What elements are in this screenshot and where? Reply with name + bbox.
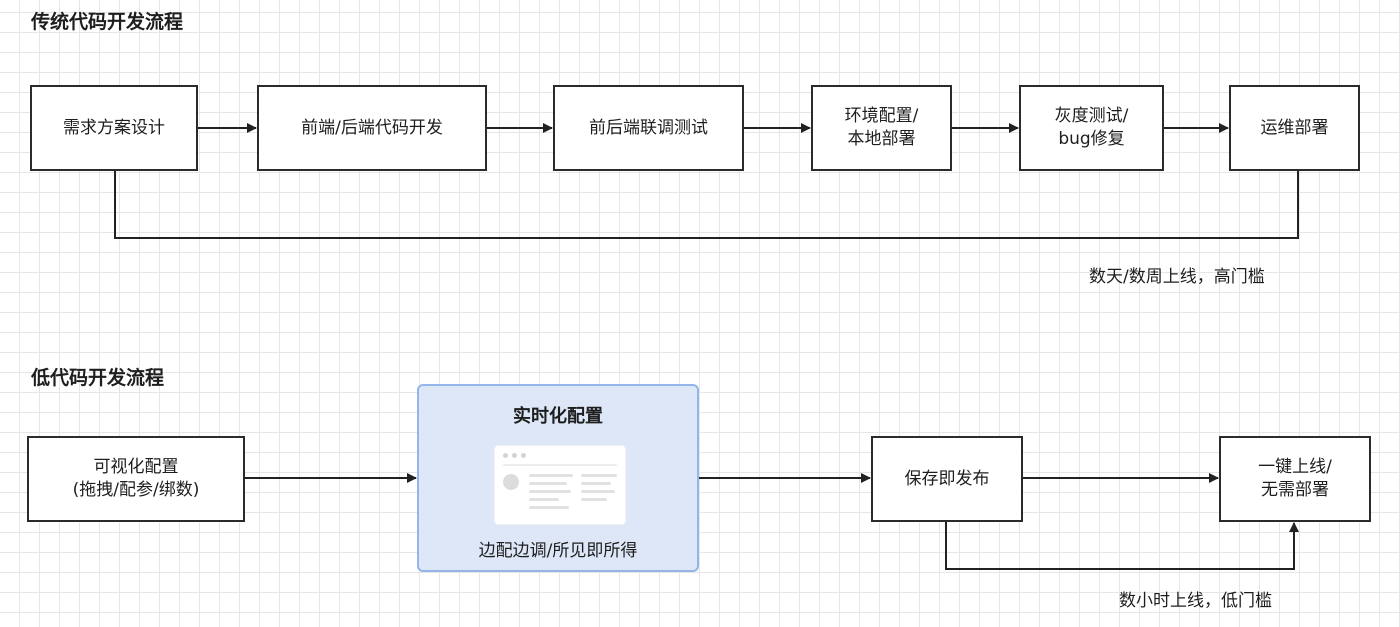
step-visual-config: 可视化配置 (拖拽/配参/绑数) <box>27 436 245 522</box>
traditional-heading: 传统代码开发流程 <box>31 11 184 33</box>
app-preview-illustration <box>495 446 625 524</box>
step-integration-test: 前后端联调测试 <box>553 85 744 171</box>
step-one-click-launch: 一键上线/ 无需部署 <box>1219 436 1371 522</box>
step-gray-test-bugfix-label: 灰度测试/ bug修复 <box>1054 106 1129 149</box>
step-visual-config-label: 可视化配置 (拖拽/配参/绑数) <box>72 457 200 500</box>
step-frontend-backend-dev: 前端/后端代码开发 <box>257 85 487 171</box>
lowcode-note: 数小时上线，低门槛 <box>1119 591 1272 611</box>
realtime-config-caption: 边配边调/所见即所得 <box>478 541 638 561</box>
lowcode-loop-line <box>945 522 1299 570</box>
step-requirements-design: 需求方案设计 <box>30 85 198 171</box>
step-frontend-backend-dev-label: 前端/后端代码开发 <box>301 117 443 138</box>
step-gray-test-bugfix: 灰度测试/ bug修复 <box>1019 85 1164 171</box>
lowcode-heading: 低代码开发流程 <box>31 367 165 389</box>
step-integration-test-label: 前后端联调测试 <box>589 117 708 138</box>
traditional-loop-line <box>114 171 1299 239</box>
step-requirements-design-label: 需求方案设计 <box>63 117 165 138</box>
step-env-config-deploy-label: 环境配置/ 本地部署 <box>844 106 919 149</box>
step-save-publish-label: 保存即发布 <box>904 468 990 489</box>
step-one-click-launch-label: 一键上线/ 无需部署 <box>1258 457 1332 500</box>
realtime-config-card: 实时化配置 边配边调/所见即所得 <box>417 384 699 572</box>
realtime-config-title: 实时化配置 <box>513 406 603 427</box>
step-save-publish: 保存即发布 <box>871 436 1023 522</box>
traditional-note: 数天/数周上线，高门槛 <box>1089 267 1265 287</box>
step-env-config-deploy: 环境配置/ 本地部署 <box>811 85 952 171</box>
step-ops-deploy-label: 运维部署 <box>1260 117 1329 138</box>
step-ops-deploy: 运维部署 <box>1229 85 1360 171</box>
